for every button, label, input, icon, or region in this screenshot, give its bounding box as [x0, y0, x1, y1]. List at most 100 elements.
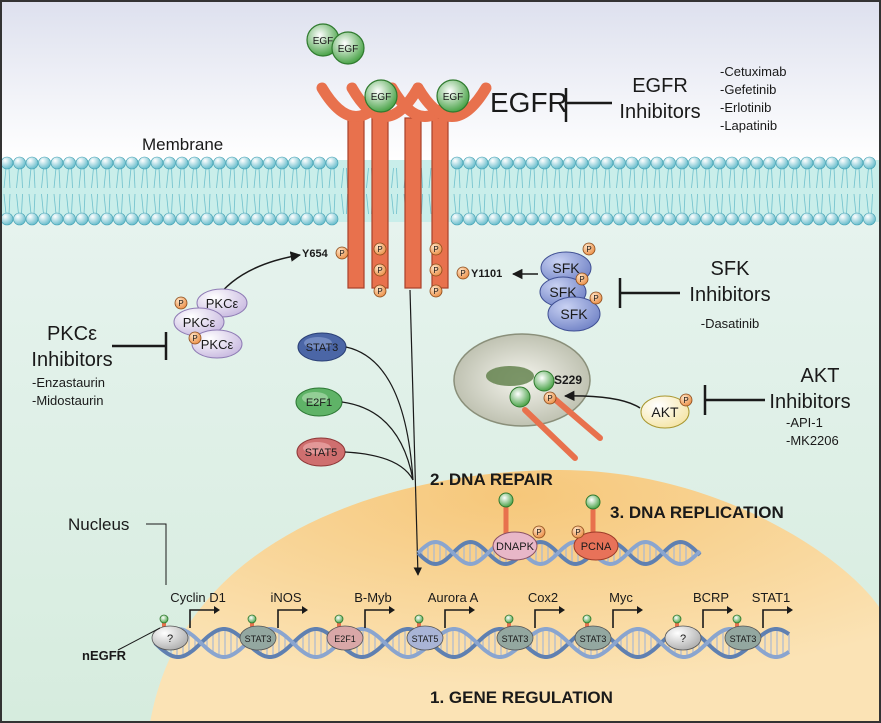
lipid-head: [263, 212, 276, 226]
svg-text:SFK: SFK: [549, 284, 577, 300]
lipid-head: [163, 156, 176, 170]
gene-factor-label: STAT3: [580, 634, 607, 644]
gene-factor-blob: [406, 625, 444, 651]
gene-factor-label: STAT3: [730, 634, 757, 644]
gene-factor-blob: [664, 625, 702, 651]
lipid-head: [125, 212, 139, 226]
lipid-head: [538, 212, 551, 226]
lipid-head: [763, 212, 776, 226]
lipid-head: [600, 156, 614, 170]
gene-regulation-label: 1. GENE REGULATION: [430, 688, 613, 707]
target-gene: ?Cyclin D1: [151, 590, 226, 651]
gene-factor-label: E2F1: [334, 634, 356, 644]
svg-text:P: P: [433, 266, 438, 275]
akt-inhibitors-title: AKT: [801, 365, 840, 387]
lipid-head: [75, 156, 89, 170]
lipid-head: [650, 156, 664, 170]
target-gene: ? BCRP: [664, 590, 733, 651]
gene-label: BCRP: [693, 590, 729, 605]
receptor-phospho: P: [373, 242, 387, 256]
gene-factor-blob: [326, 625, 364, 651]
lipid-head: [588, 156, 601, 170]
lipid-head: [825, 212, 839, 226]
stat5-path: [344, 451, 414, 481]
nucleus-pointer: [146, 523, 167, 585]
stat3-path: [345, 346, 414, 481]
lipid-head: [550, 212, 564, 226]
egf-label: EGF: [313, 36, 334, 47]
lipid-head: [850, 212, 864, 226]
gene-factor-blob: [574, 625, 612, 651]
lipid-head: [775, 156, 789, 170]
lipid-head: [38, 156, 51, 170]
egfr-drug: -Cetuximab: [720, 64, 786, 79]
lipid-head: [175, 212, 189, 226]
lipid-head: [713, 156, 726, 170]
lipid-head: [800, 212, 814, 226]
svg-text:PKCε: PKCε: [183, 315, 216, 330]
lipid-head: [150, 212, 164, 226]
egf-ligand-bound: EGF: [364, 79, 398, 113]
negfr-pointer: [117, 627, 161, 651]
target-gene-row: ?Cyclin D1STAT3iNOSE2F1B-MybSTAT5Aurora …: [151, 590, 793, 651]
svg-text:P: P: [377, 287, 382, 296]
pkce-drug: -Enzastaurin: [32, 375, 105, 390]
akt-to-s229-arrow: [563, 390, 641, 409]
lipid-head: [263, 156, 276, 170]
egfr-receptor-dimer: [316, 82, 492, 289]
receptor-phospho: P: [373, 263, 387, 277]
svg-text:P: P: [586, 245, 591, 254]
lipid-head: [75, 212, 89, 226]
lipid-head: [250, 156, 264, 170]
y654-label: Y654: [302, 248, 329, 260]
lipid-head: [713, 212, 726, 226]
lipid-head: [325, 212, 339, 226]
lipid-head: [613, 212, 626, 226]
lipid-head: [275, 212, 289, 226]
gene-factor-label: ?: [680, 633, 686, 645]
egfr-drug: -Erlotinib: [720, 100, 771, 115]
lipid-head: [225, 156, 239, 170]
lipid-head: [475, 156, 489, 170]
lipid-head: [13, 212, 26, 226]
lipid-head: [863, 156, 876, 170]
lipid-head: [525, 156, 539, 170]
stat5-factor: STAT5: [296, 437, 346, 467]
nucleus-region: [150, 470, 881, 723]
receptor-phospho: P: [429, 263, 443, 277]
gene-factor-label: STAT3: [245, 634, 272, 644]
lipid-head: [450, 156, 464, 170]
lipid-head: [675, 212, 689, 226]
egfr-inhibitors-title: EGFR: [632, 75, 688, 97]
akt-kinase: AKT: [640, 395, 690, 429]
sfk-phospho: P: [589, 291, 603, 305]
egf-label: EGF: [443, 92, 464, 103]
lipid-head: [475, 212, 489, 226]
lipid-head: [175, 156, 189, 170]
lipid-head: [638, 156, 651, 170]
svg-text:P: P: [683, 396, 688, 405]
lipid-head: [488, 212, 501, 226]
pkce-kinase: PKCε: [191, 329, 243, 359]
egf-ligand-bound: EGF: [436, 79, 470, 113]
egfr-nuclear-translocation-arrow: [409, 289, 422, 576]
dna-repair-label: 2. DNA REPAIR: [430, 470, 553, 489]
svg-text:STAT5: STAT5: [305, 447, 338, 459]
lipid-head: [500, 156, 514, 170]
lipid-head: [738, 156, 751, 170]
lipid-head: [700, 156, 714, 170]
lipid-head: [88, 156, 101, 170]
lipid-head: [300, 212, 314, 226]
lipid-head: [288, 156, 301, 170]
e2f1-path: [341, 401, 414, 481]
lipid-head: [638, 212, 651, 226]
egfr-drug: -Gefetinib: [720, 82, 776, 97]
lipid-head: [88, 212, 101, 226]
lipid-head: [238, 156, 251, 170]
lipid-head: [525, 212, 539, 226]
